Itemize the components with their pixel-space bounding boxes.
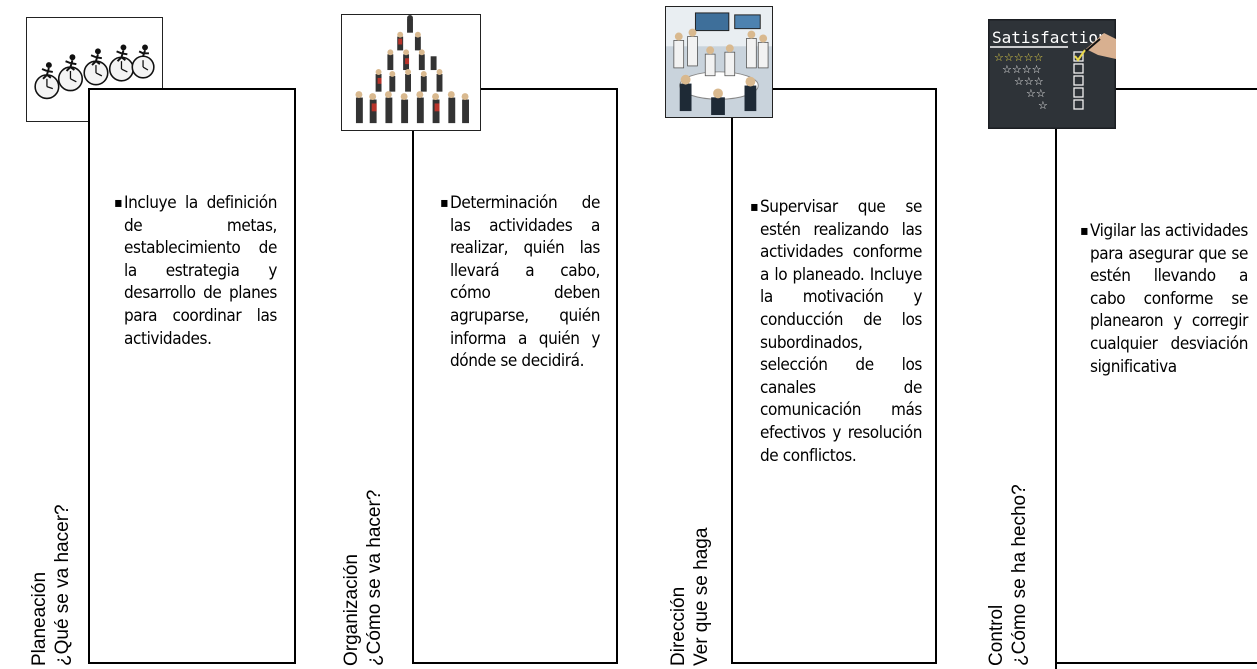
people-pyramid-image <box>341 14 481 131</box>
satisfaction-rating-image: Satisfaction ☆☆☆☆☆ ☆☆☆☆ ☆☆☆ ☆☆ ☆ <box>988 19 1116 129</box>
control-label: Control ¿Cómo se ha hecho? <box>985 484 1031 666</box>
people-pyramid-icon <box>342 15 480 130</box>
planeacion-box <box>88 88 296 664</box>
svg-text:☆: ☆ <box>1038 99 1048 112</box>
bullet-icon: ▪ <box>440 195 449 211</box>
planeacion-label: Planeación ¿Qué se va hacer? <box>28 504 74 666</box>
direccion-title: Dirección <box>668 586 689 666</box>
svg-text:☆☆☆☆☆: ☆☆☆☆☆ <box>994 51 1043 64</box>
organizacion-title: Organización <box>341 554 362 666</box>
satisfaction-icon: Satisfaction ☆☆☆☆☆ ☆☆☆☆ ☆☆☆ ☆☆ ☆ <box>988 19 1116 129</box>
control-description: ▪ Vigilar las actividades para asegurar … <box>1080 221 1248 377</box>
direccion-description: ▪ Supervisar que se estén realizando las… <box>750 197 922 466</box>
business-meeting-image <box>665 6 773 118</box>
running-clocks-image-front <box>26 17 163 122</box>
svg-text:☆☆: ☆☆ <box>1026 87 1046 100</box>
planeacion-title: Planeación <box>29 571 50 666</box>
control-top-line <box>1113 88 1257 90</box>
control-bottom-line <box>1055 662 1257 664</box>
satisfaction-image-text: Satisfaction <box>992 28 1108 47</box>
meeting-icon <box>666 7 772 117</box>
organizacion-label: Organización ¿Cómo se va hacer? <box>340 490 386 666</box>
organizacion-question: ¿Cómo se va hacer? <box>364 489 385 666</box>
bullet-icon: ▪ <box>114 195 123 211</box>
direccion-box <box>731 88 937 664</box>
organizacion-box <box>412 88 618 664</box>
planeacion-question: ¿Qué se va hacer? <box>52 504 73 666</box>
control-question: ¿Cómo se ha hecho? <box>1009 484 1030 666</box>
control-left-line <box>1055 128 1057 669</box>
control-title: Control <box>986 604 1007 666</box>
organizacion-description: ▪ Determinación de las actividades a rea… <box>440 193 600 372</box>
svg-text:☆☆☆: ☆☆☆ <box>1014 75 1044 88</box>
direccion-label: Dirección Ver que se haga <box>667 528 713 666</box>
planeacion-description: ▪ Incluye la definición de metas, establ… <box>114 193 277 349</box>
bullet-icon: ▪ <box>1080 223 1089 239</box>
svg-text:☆☆☆☆: ☆☆☆☆ <box>1002 63 1042 76</box>
direccion-question: Ver que se haga <box>691 527 712 666</box>
bullet-icon: ▪ <box>750 199 759 215</box>
